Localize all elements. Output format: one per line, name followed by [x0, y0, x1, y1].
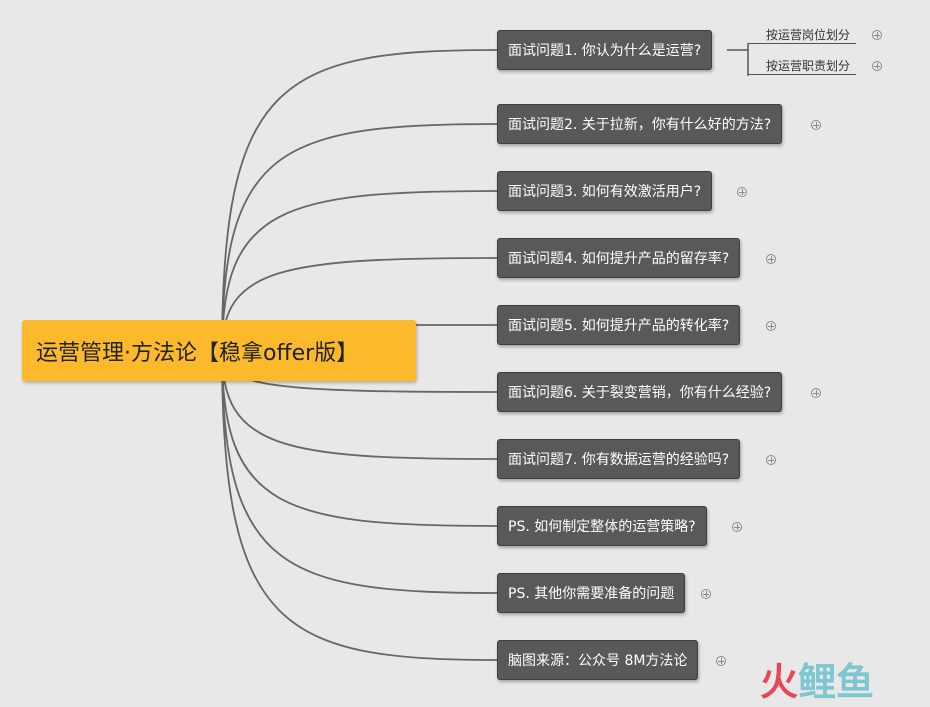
topic-label: 面试问题2. 关于拉新，你有什么好的方法? [508, 117, 772, 133]
topic-ps-strategy[interactable]: PS. 如何制定整体的运营策略? [497, 506, 707, 546]
topic-question-1[interactable]: 面试问题1. 你认为什么是运营? [497, 30, 713, 70]
expand-icon[interactable] [811, 388, 821, 398]
root-topic[interactable]: 运营管理·方法论【稳拿offer版】 [22, 320, 416, 381]
topic-ps-other[interactable]: PS. 其他你需要准备的问题 [497, 573, 686, 613]
watermark-char: 鱼 [836, 660, 875, 704]
topic-source[interactable]: 脑图来源：公众号 8M方法论 [497, 640, 699, 680]
expand-icon[interactable] [766, 321, 776, 331]
topic-label: 面试问题4. 如何提升产品的留存率? [508, 251, 730, 267]
expand-icon[interactable] [766, 455, 776, 465]
topic-label: 面试问题7. 你有数据运营的经验吗? [508, 452, 730, 468]
topic-label: 脑图来源：公众号 8M方法论 [508, 653, 688, 669]
topic-label: 面试问题1. 你认为什么是运营? [508, 43, 702, 59]
subtopic-label: 按运营岗位划分 [766, 28, 851, 42]
topic-label: PS. 其他你需要准备的问题 [508, 586, 675, 602]
topic-label: 面试问题6. 关于裂变营销，你有什么经验? [508, 385, 772, 401]
expand-icon[interactable] [732, 522, 742, 532]
expand-icon[interactable] [872, 30, 882, 40]
topic-question-5[interactable]: 面试问题5. 如何提升产品的转化率? [497, 305, 741, 345]
expand-icon[interactable] [737, 187, 747, 197]
expand-icon[interactable] [701, 589, 711, 599]
subtopic-by-position[interactable]: 按运营岗位划分 [748, 26, 857, 44]
subtopic-by-duty[interactable]: 按运营职责划分 [748, 57, 857, 75]
topic-question-4[interactable]: 面试问题4. 如何提升产品的留存率? [497, 238, 741, 278]
topic-question-2[interactable]: 面试问题2. 关于拉新，你有什么好的方法? [497, 104, 783, 144]
topic-question-3[interactable]: 面试问题3. 如何有效激活用户? [497, 171, 713, 211]
connector-line [221, 123, 498, 353]
connector-line [221, 190, 498, 353]
topic-label: 面试问题3. 如何有效激活用户? [508, 184, 702, 200]
expand-icon[interactable] [766, 254, 776, 264]
root-topic-label: 运营管理·方法论【稳拿offer版】 [36, 340, 359, 366]
expand-icon[interactable] [811, 120, 821, 130]
connector-line [221, 351, 498, 594]
topic-question-7[interactable]: 面试问题7. 你有数据运营的经验吗? [497, 439, 741, 479]
watermark-logo: 火 鲤 鱼 [760, 662, 874, 702]
topic-label: PS. 如何制定整体的运营策略? [508, 519, 696, 535]
connector-line [221, 49, 498, 353]
expand-icon[interactable] [716, 656, 726, 666]
subtopic-bracket [727, 43, 749, 76]
connector-line [221, 351, 498, 661]
subtopic-label: 按运营职责划分 [766, 59, 851, 73]
topic-question-6[interactable]: 面试问题6. 关于裂变营销，你有什么经验? [497, 372, 783, 412]
watermark-char: 鲤 [798, 660, 837, 704]
expand-icon[interactable] [872, 61, 882, 71]
topic-label: 面试问题5. 如何提升产品的转化率? [508, 318, 730, 334]
connector-line [221, 351, 498, 460]
connector-line [221, 351, 498, 527]
watermark-char: 火 [760, 660, 799, 704]
